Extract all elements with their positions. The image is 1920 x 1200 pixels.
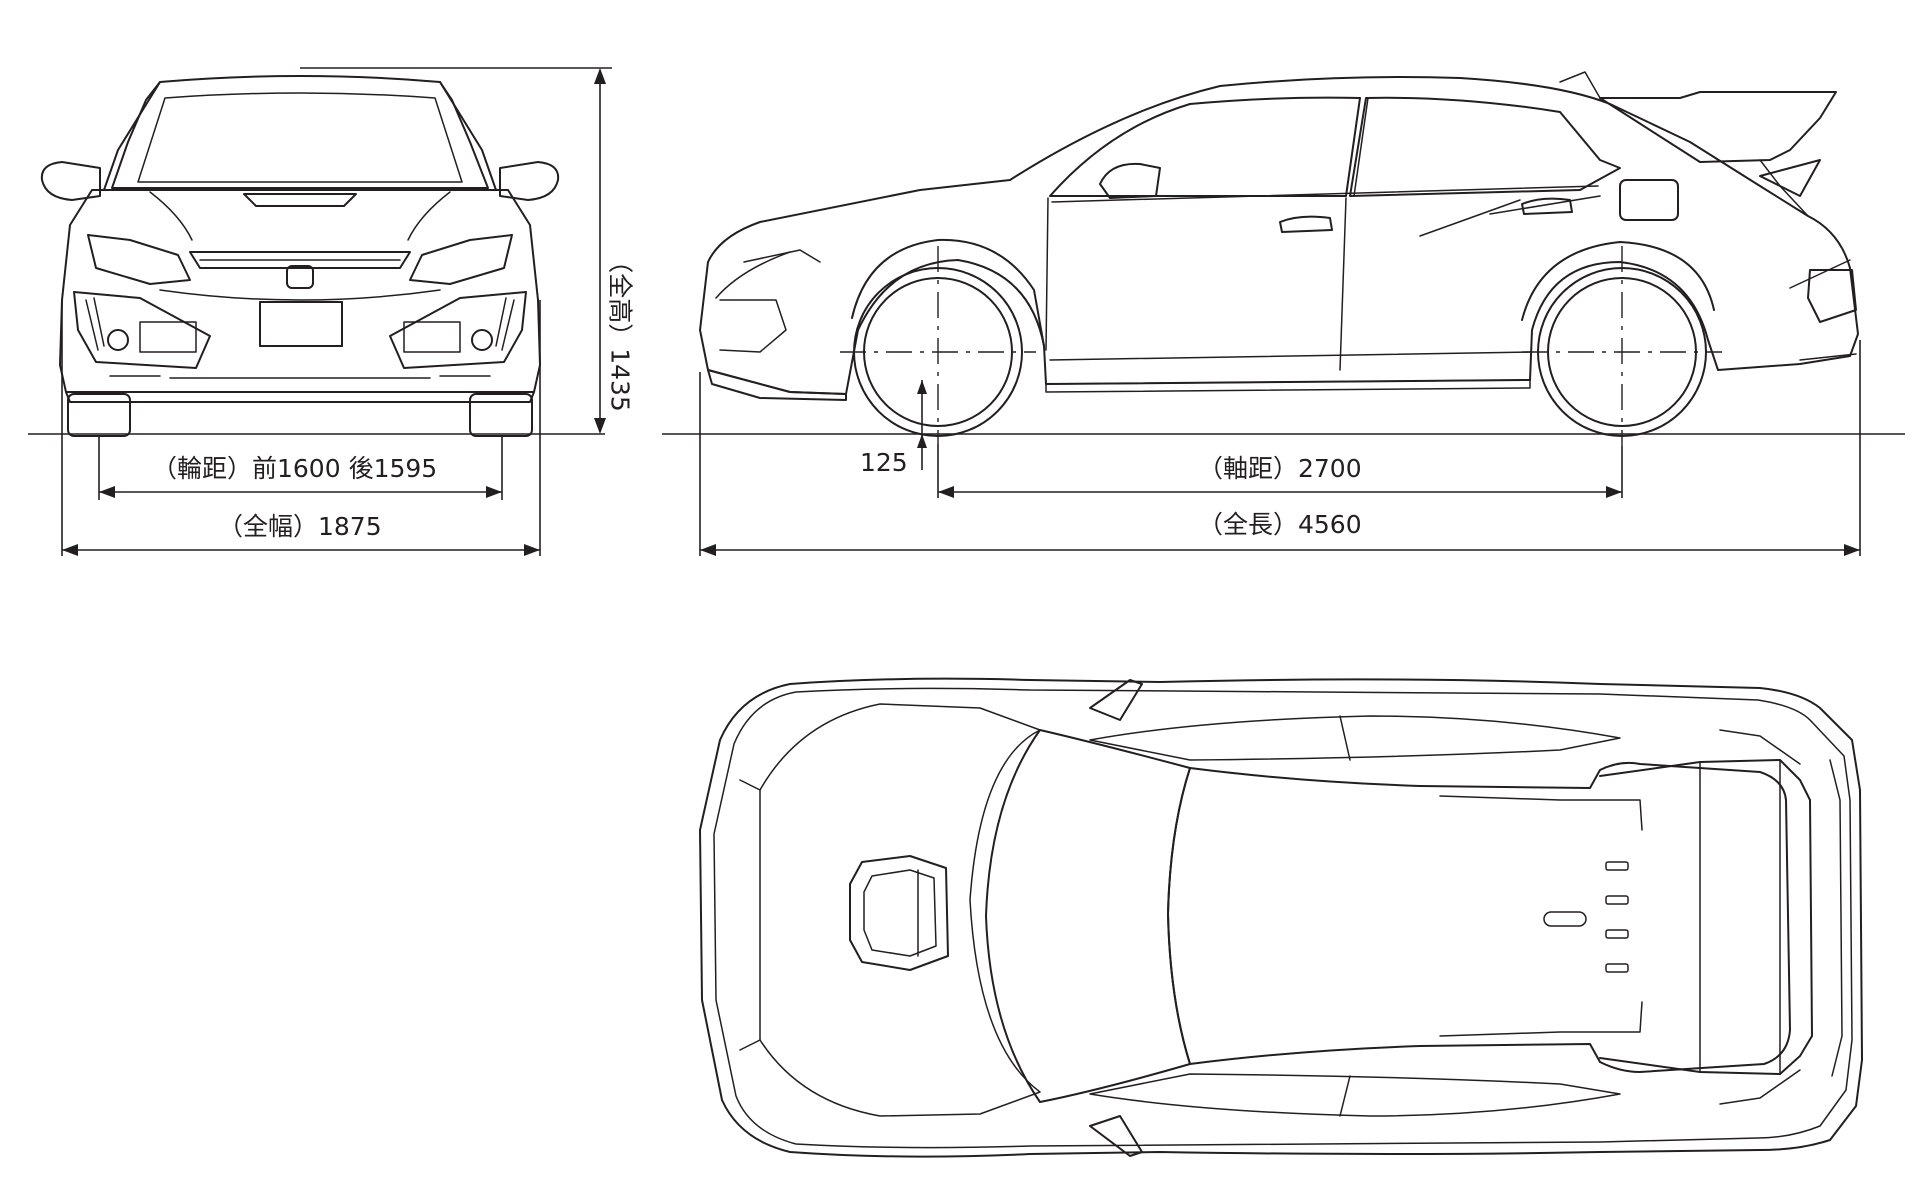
wheelbase-label: （軸距）2700	[1198, 454, 1362, 483]
side-view	[662, 71, 1905, 556]
overall-height-label: （全高）1435	[605, 248, 635, 412]
track-dimension-label: （輪距）前1600 後1595	[152, 454, 438, 483]
top-view	[699, 677, 1863, 1158]
overall-width-label: （全幅）1875	[218, 512, 382, 541]
ground-clearance-label: 125	[860, 448, 908, 477]
front-view	[28, 67, 612, 556]
overall-length-label: （全長）4560	[1198, 510, 1362, 539]
